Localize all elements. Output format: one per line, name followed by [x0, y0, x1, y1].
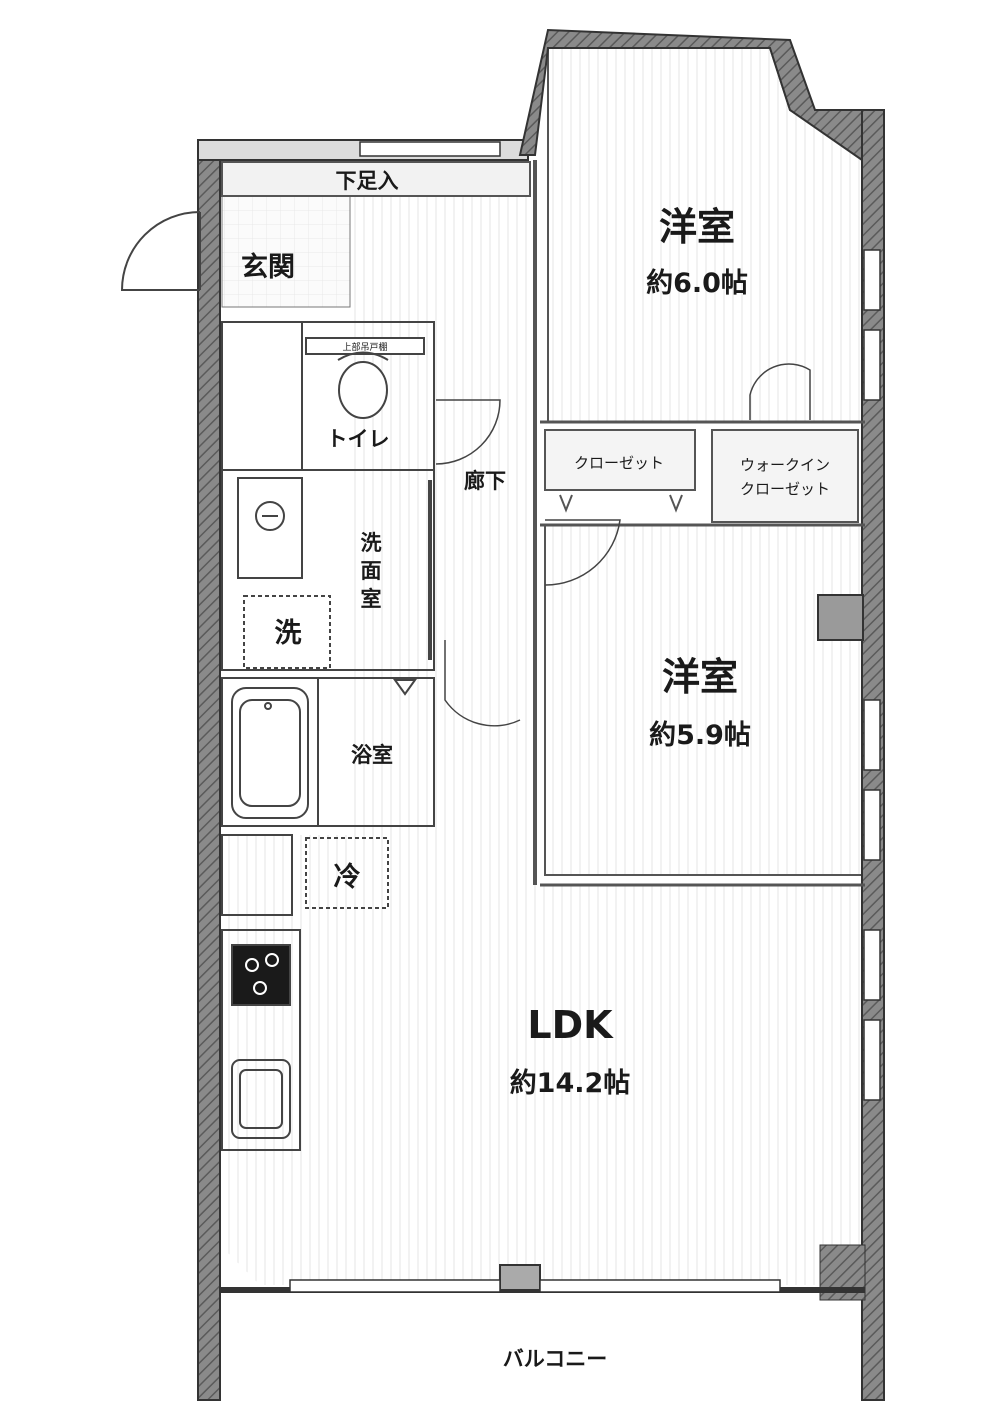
western-room-1-name: 洋室: [659, 205, 735, 249]
bathroom-label: 浴室: [351, 743, 393, 767]
washroom-label-2: 面: [361, 559, 382, 583]
closet-label: クローゼット: [574, 454, 664, 472]
entrance-door: [120, 211, 201, 291]
walk-in-closet-label-2: クローゼット: [740, 480, 830, 498]
bathroom: [221, 677, 435, 827]
fridge-space: [305, 837, 389, 909]
washer-label: 洗: [275, 618, 302, 649]
western-room-1-size: 約6.0帖: [646, 267, 748, 299]
ldk-name: LDK: [527, 1003, 614, 1047]
washroom-label-3: 室: [361, 587, 382, 611]
corridor-label: 廊下: [464, 469, 506, 493]
entrance-label: 玄関: [241, 251, 295, 283]
western-room-2-name: 洋室: [662, 655, 738, 699]
walk-in-closet-label-1: ウォークイン: [740, 456, 830, 474]
floor-areas: [220, 47, 865, 1285]
balcony-label: バルコニー: [503, 1347, 608, 1371]
entrance-storage-label: 下足入: [336, 169, 399, 193]
ldk-size: 約14.2帖: [510, 1067, 631, 1099]
kitchen-counter: [221, 834, 301, 1151]
washroom: [221, 469, 435, 696]
toilet-label: トイレ: [327, 427, 390, 451]
toilet-room: [221, 321, 435, 471]
toilet-shelf-label: 上部吊戸棚: [342, 341, 387, 353]
washroom-label-1: 洗: [361, 531, 382, 555]
western-room-2-size: 約5.9帖: [649, 719, 751, 751]
windows: [289, 141, 881, 1293]
closets: [544, 429, 859, 523]
shoe-storage: [221, 161, 531, 197]
fridge-label: 冷: [334, 862, 361, 893]
interior-doors: [435, 363, 811, 727]
